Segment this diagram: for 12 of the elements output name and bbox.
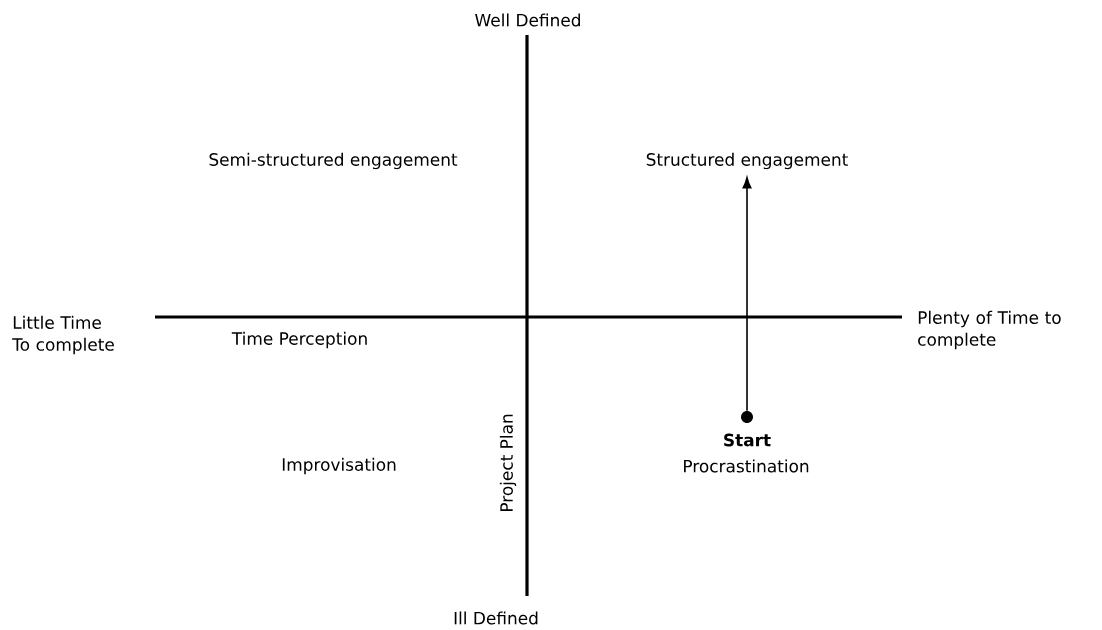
quadrant-label: Improvisation [282, 457, 396, 475]
axis-title: Time Perception [231, 331, 367, 349]
quadrant-label: Structured engagement [646, 152, 848, 170]
axis-label: Well Defined [475, 13, 580, 27]
axis-label: Little Time To complete [12, 315, 114, 355]
axis-label: Plenty of Time to complete [918, 310, 1061, 350]
arrow [742, 177, 752, 412]
quadrant-label: Semi-structured engagement [209, 152, 458, 170]
quadrant-label: Procrastination [684, 459, 809, 473]
axis-title: Project Plan [499, 414, 517, 511]
axis-label: Ill Defined [454, 611, 538, 625]
start-label: Start [724, 433, 771, 447]
